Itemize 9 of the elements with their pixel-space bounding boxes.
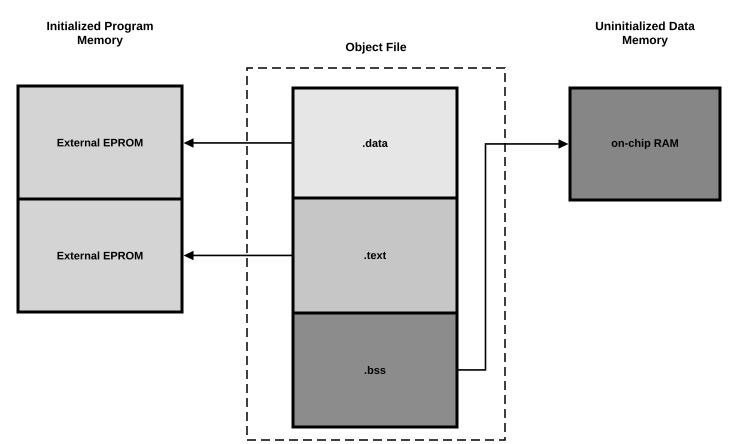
section-box: .data (292, 86, 458, 200)
section-box: .text (292, 196, 458, 314)
heading: Object File (346, 42, 406, 54)
memory-cell: External EPROM (16, 84, 184, 200)
heading: Initialized Program Memory (47, 21, 153, 47)
memory-cell: External EPROM (16, 197, 184, 314)
section-box: .bss (292, 311, 458, 428)
heading: Uninitialized Data Memory (596, 21, 695, 47)
memory-box: on-chip RAM (568, 86, 722, 202)
